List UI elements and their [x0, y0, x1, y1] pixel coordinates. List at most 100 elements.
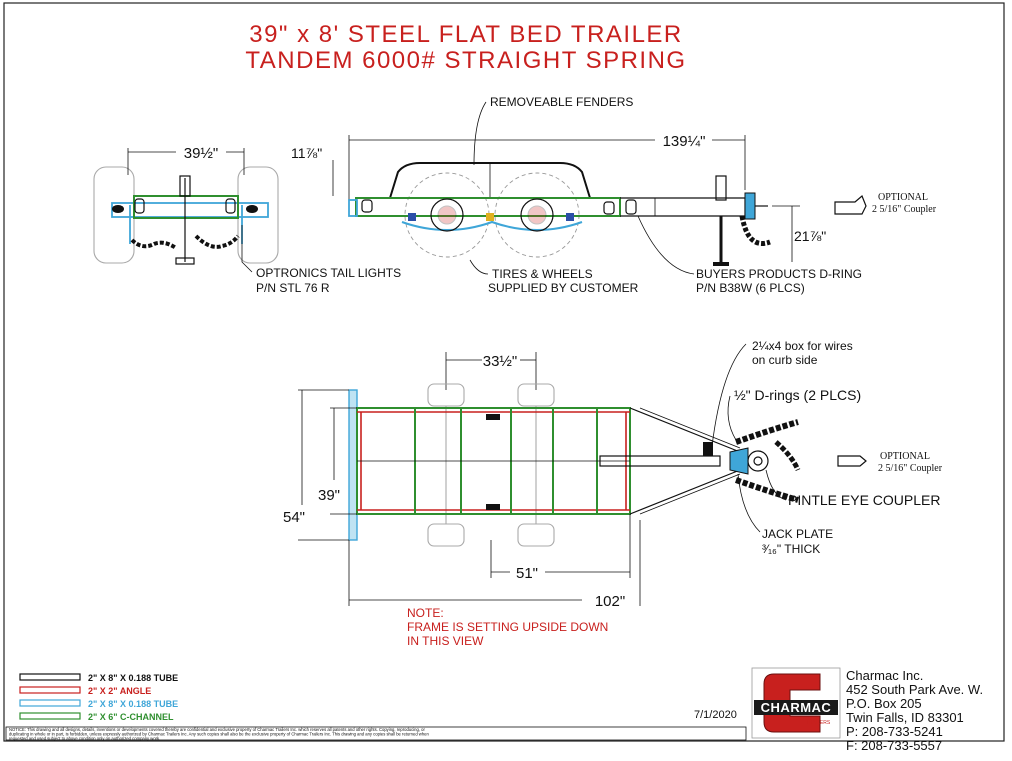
- sheet-border: [3, 2, 1005, 742]
- rear-right-tire: [237, 166, 279, 264]
- top-view: 33½": [283, 339, 943, 648]
- notice-line-2: duplicating in whole or in part, is forb…: [9, 732, 429, 737]
- note-line-1: NOTE:: [407, 606, 444, 620]
- rear-left-d-ring: [134, 198, 145, 214]
- side-dim-tongue-height: 21⅞": [794, 228, 826, 244]
- label-d-ring-2: P/N B38W (6 PLCS): [696, 281, 805, 295]
- notice-box: [5, 726, 747, 741]
- rear-jack-body: [179, 175, 191, 197]
- logo-text: CHARMAC: [761, 700, 832, 715]
- top-optional-1: OPTIONAL: [880, 451, 930, 462]
- optional-coupler-icon-top: [837, 455, 867, 467]
- tongue-arm-lower-inner: [639, 473, 741, 515]
- left-tail-light: [112, 205, 124, 213]
- notice-line-3: requested and used subject to above cond…: [9, 736, 160, 741]
- top-tire-4: [517, 523, 555, 547]
- fender-leader: [473, 101, 487, 166]
- note-line-3: IN THIS VIEW: [407, 634, 484, 648]
- tongue-arm-lower: [629, 469, 741, 515]
- legend-swatch-4: [19, 712, 81, 720]
- rear-dim-width: 39½": [184, 145, 219, 162]
- legend-label-3: 2" X 8" X 0.188 TUBE: [88, 699, 178, 709]
- company-address-2: P.O. Box 205: [846, 696, 922, 711]
- legend-swatch-2: [19, 686, 81, 694]
- rear-right-d-ring: [225, 198, 236, 214]
- company-address-1: 452 South Park Ave. W.: [846, 682, 983, 697]
- top-chain-upper: [735, 419, 799, 445]
- label-tires-2: SUPPLIED BY CUSTOMER: [488, 281, 639, 295]
- fender-mount-1: [486, 414, 500, 420]
- top-chain-loop: [774, 440, 801, 472]
- side-dim-fender-height: 11⅞": [291, 145, 322, 161]
- top-chain-lower: [735, 477, 799, 503]
- label-wire-box-1: 2¼x4 box for wires: [752, 339, 853, 353]
- jack-plate-leader: [737, 473, 761, 533]
- side-rear-tube: [348, 199, 358, 217]
- d-ring-top-leader: [727, 395, 737, 441]
- tail-light-leader: [241, 225, 253, 273]
- side-optional-2: 2 5/16" Coupler: [872, 204, 937, 215]
- legend-label-1: 2" X 8" X 0.188 TUBE: [88, 673, 178, 683]
- side-coupler-plate: [744, 192, 756, 220]
- hub-front-inner: [527, 205, 547, 225]
- label-jack-plate-2: ³⁄₁₆" THICK: [762, 542, 820, 556]
- top-rear-tube: [348, 389, 358, 541]
- legend-label-2: 2" X 2" ANGLE: [88, 686, 151, 696]
- pintle-eye-inner: [753, 456, 763, 466]
- jack-plate: [729, 447, 749, 475]
- side-view: 139¼" 11⅞": [291, 95, 937, 295]
- company-fax: F: 208-733-5557: [846, 738, 942, 753]
- company-city: Twin Falls, ID 83301: [846, 710, 964, 725]
- legend: 2" X 8" X 0.188 TUBE 2" X 2" ANGLE 2" X …: [19, 673, 178, 722]
- top-dim-axle: 33½": [483, 353, 518, 370]
- rear-left-tire: [93, 166, 135, 264]
- tongue-arm-upper: [629, 407, 741, 453]
- fender-mount-2: [486, 504, 500, 510]
- side-jack-foot: [713, 262, 729, 266]
- rear-c-channel: [133, 195, 239, 219]
- company-name: Charmac Inc.: [846, 668, 923, 683]
- right-tail-light: [246, 205, 258, 213]
- pintle-eye-outer: [747, 450, 769, 472]
- tongue-arm-upper-inner: [639, 407, 741, 449]
- rear-chain-right: [194, 234, 240, 249]
- side-d-ring-1: [361, 199, 373, 213]
- label-d-rings-top: ½" D-rings (2 PLCS): [734, 387, 861, 403]
- logo-bar: [754, 700, 838, 715]
- top-dim-inner-width: 39": [318, 487, 340, 504]
- tail-light-label-2: P/N STL 76 R: [256, 281, 330, 295]
- legend-label-4: 2" X 6" C-CHANNEL: [88, 712, 174, 722]
- spring-hanger-1: [408, 213, 416, 221]
- company-phone: P: 208-733-5241: [846, 724, 943, 739]
- logo-subtext: TRAILERS: [806, 720, 831, 726]
- label-d-ring-1: BUYERS PRODUCTS D-RING: [696, 267, 862, 281]
- top-dim-bed: 51": [516, 565, 538, 582]
- label-removable-fenders: REMOVEABLE FENDERS: [490, 95, 633, 109]
- side-springs: [401, 220, 583, 231]
- note-line-2: FRAME IS SETTING UPSIDE DOWN: [407, 620, 608, 634]
- tongue-center-tube: [599, 455, 721, 467]
- tires-leader: [469, 259, 489, 275]
- rear-chain-left: [130, 238, 178, 250]
- top-dim-outer-width: 54": [283, 509, 305, 526]
- hub-front-outer: [520, 198, 554, 232]
- side-dim-overall: 139¼": [663, 133, 706, 150]
- side-safety-chain: [739, 215, 771, 246]
- charmac-logo: CHARMAC TRAILERS: [751, 667, 841, 739]
- hub-rear-outer: [430, 198, 464, 232]
- wire-box: [703, 442, 713, 456]
- rear-jack-foot: [175, 257, 195, 265]
- top-optional-2: 2 5/16" Coupler: [878, 463, 943, 474]
- legend-swatch-3: [19, 699, 81, 707]
- top-dim-overall: 102": [595, 593, 625, 610]
- label-wire-box-2: on curb side: [752, 353, 818, 367]
- side-jack-body: [715, 175, 727, 201]
- label-jack-plate-1: JACK PLATE: [762, 527, 833, 541]
- d-ring-leader: [637, 215, 695, 275]
- wire-box-leader: [711, 343, 747, 447]
- title-line-1: 39" x 8' STEEL FLAT BED TRAILER: [249, 21, 683, 48]
- tail-light-label-1: OPTRONICS TAIL LIGHTS: [256, 266, 401, 280]
- notice-line-1: NOTICE: This drawing and all designs, de…: [9, 727, 425, 732]
- hub-rear-inner: [437, 205, 457, 225]
